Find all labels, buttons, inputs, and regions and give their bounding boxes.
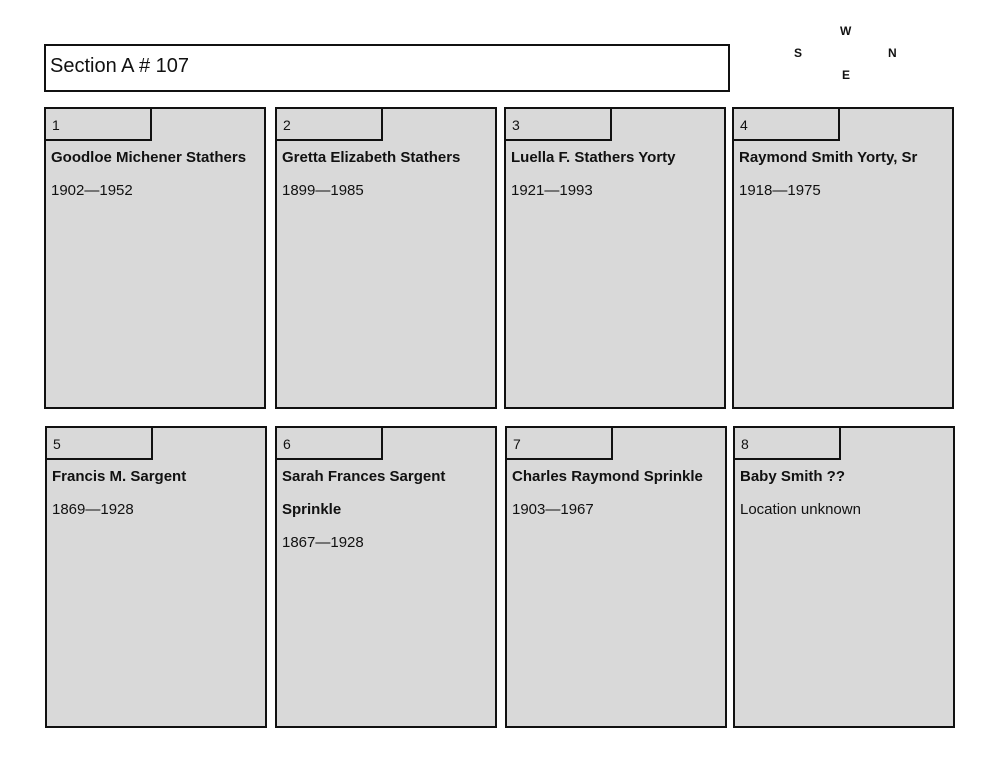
plot-dates: 1921—1993 xyxy=(511,182,593,199)
plot-number: 4 xyxy=(734,109,840,141)
plot-8: 8 Baby Smith ?? Location unknown xyxy=(733,426,955,728)
plot-number: 5 xyxy=(47,428,153,460)
plot-4: 4 Raymond Smith Yorty, Sr 1918—1975 xyxy=(732,107,954,409)
plot-number: 6 xyxy=(277,428,383,460)
plot-dates: 1918—1975 xyxy=(739,182,821,199)
plot-dates: 1899—1985 xyxy=(282,182,364,199)
compass-south: S xyxy=(794,46,803,60)
plot-number: 8 xyxy=(735,428,841,460)
plot-name: Goodloe Michener Stathers xyxy=(51,149,247,166)
plot-dates: 1903—1967 xyxy=(512,501,594,518)
plot-note: Location unknown xyxy=(740,501,861,518)
section-title: Section A # 107 xyxy=(44,44,730,92)
compass-east: E xyxy=(842,68,851,82)
plot-number: 7 xyxy=(507,428,613,460)
plot-dates: 1867—1928 xyxy=(282,534,364,551)
plot-3: 3 Luella F. Stathers Yorty 1921—1993 xyxy=(504,107,726,409)
plot-name: Luella F. Stathers Yorty xyxy=(511,149,676,166)
plot-number: 1 xyxy=(46,109,152,141)
plot-6: 6 Sarah Frances Sargent Sprinkle 1867—19… xyxy=(275,426,497,728)
plot-name: Sarah Frances Sargent xyxy=(282,468,446,485)
plot-name: Charles Raymond Sprinkle xyxy=(512,468,703,485)
plot-number: 2 xyxy=(277,109,383,141)
plot-name-continued: Sprinkle xyxy=(282,501,342,518)
plot-name: Baby Smith ?? xyxy=(740,468,846,485)
plot-5: 5 Francis M. Sargent 1869—1928 xyxy=(45,426,267,728)
plot-7: 7 Charles Raymond Sprinkle 1903—1967 xyxy=(505,426,727,728)
plot-1: 1 Goodloe Michener Stathers 1902—1952 xyxy=(44,107,266,409)
plot-name: Raymond Smith Yorty, Sr xyxy=(739,149,918,166)
plot-dates: 1902—1952 xyxy=(51,182,133,199)
plot-name: Gretta Elizabeth Stathers xyxy=(282,149,461,166)
plot-2: 2 Gretta Elizabeth Stathers 1899—1985 xyxy=(275,107,497,409)
compass-north: N xyxy=(888,46,897,60)
plot-number: 3 xyxy=(506,109,612,141)
compass: W S N E xyxy=(780,20,910,90)
plot-dates: 1869—1928 xyxy=(52,501,134,518)
plot-name: Francis M. Sargent xyxy=(52,468,187,485)
compass-west: W xyxy=(840,24,852,38)
